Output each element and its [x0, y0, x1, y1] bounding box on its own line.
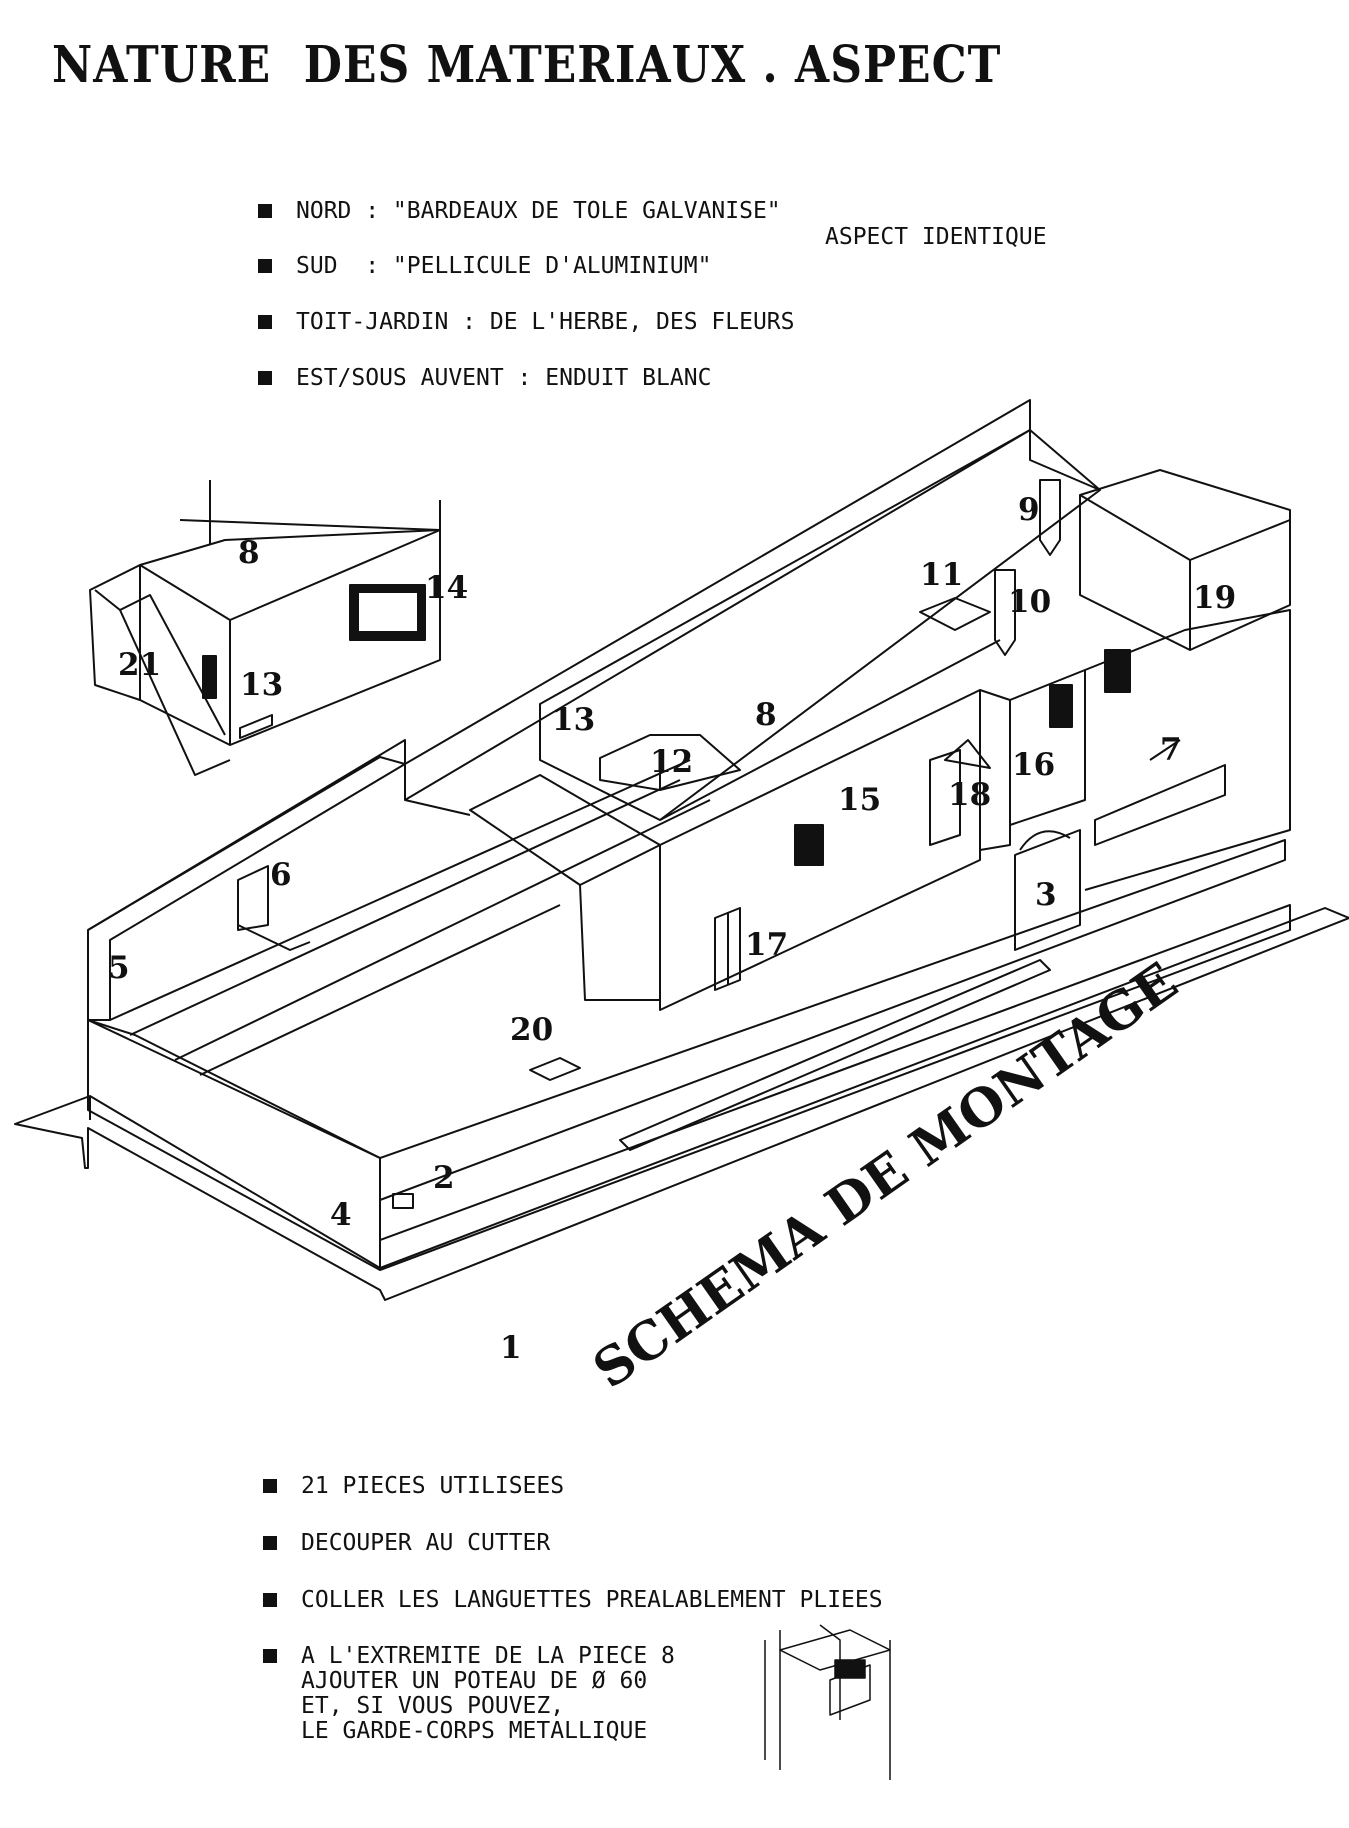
label-12: 12	[650, 744, 693, 780]
tower-wall	[979, 689, 1011, 851]
east-detail	[1149, 739, 1181, 761]
instruction-item: COLLER LES LANGUETTES PREALABLEMENT PLIE…	[263, 1587, 883, 1613]
instruction-item: DECOUPER AU CUTTER	[263, 1530, 550, 1556]
east-opening	[1094, 764, 1226, 846]
material-text: EST/SOUS AUVENT : ENDUIT BLANC	[296, 365, 712, 391]
stair-20	[529, 1057, 581, 1081]
label-16: 16	[1012, 747, 1055, 783]
label-8-inset: 8	[238, 535, 260, 571]
material-item-est: EST/SOUS AUVENT : ENDUIT BLANC	[258, 365, 711, 391]
label-13: 13	[552, 702, 595, 738]
north-wall	[404, 399, 1031, 801]
material-item-nord: NORD : "BARDEAUX DE TOLE GALVANISE"	[258, 198, 781, 224]
bullet-square-icon	[258, 204, 272, 218]
tower-front	[1009, 669, 1086, 826]
stair-block-11	[919, 597, 991, 631]
east-facade	[659, 689, 981, 1011]
label-21: 21	[118, 647, 161, 683]
aspect-note: ASPECT IDENTIQUE	[825, 224, 1047, 250]
corner-detail	[764, 1624, 891, 1780]
small-window	[392, 1193, 414, 1209]
bullet-square-icon	[263, 1593, 277, 1607]
wall-top-edge	[87, 1019, 381, 1159]
post-9	[1039, 479, 1061, 556]
entrance-3	[1014, 829, 1081, 951]
door-frame-17	[714, 907, 741, 991]
tower-window	[1049, 684, 1073, 728]
base-plate	[14, 907, 1349, 1301]
bullet-square-icon	[258, 259, 272, 273]
roof-front-edge	[659, 639, 1001, 821]
parapet-inner-line	[109, 759, 691, 1021]
ramp-slab	[619, 959, 1051, 1151]
inset-detail	[89, 480, 441, 776]
label-13-inset: 13	[240, 667, 283, 703]
label-5: 5	[108, 950, 130, 986]
instruction-text: DECOUPER AU CUTTER	[301, 1530, 551, 1556]
page-title: NATURE DES MATERIAUX . ASPECT	[52, 36, 1002, 95]
front-wall-top	[379, 839, 1286, 1201]
label-9: 9	[1018, 492, 1040, 528]
groove-line-1	[129, 779, 681, 1036]
canopy-support	[579, 884, 660, 1001]
bullet-square-icon	[263, 1536, 277, 1550]
east-block	[1084, 609, 1291, 891]
label-3: 3	[1035, 877, 1057, 913]
parapet-top	[87, 756, 406, 931]
entrance-arch	[1019, 830, 1071, 851]
instruction-text: A L'EXTREMITE DE LA PIECE 8 AJOUTER UN P…	[301, 1643, 675, 1744]
skylight-edge	[599, 758, 661, 790]
post-10	[994, 569, 1016, 656]
material-text: NORD : "BARDEAUX DE TOLE GALVANISE"	[296, 198, 781, 224]
label-2: 2	[433, 1160, 455, 1196]
facade-window	[794, 824, 824, 866]
instruction-item: A L'EXTREMITE DE LA PIECE 8 AJOUTER UN P…	[263, 1644, 675, 1744]
label-20: 20	[510, 1012, 553, 1048]
label-19: 19	[1193, 580, 1236, 616]
groove-line-2	[174, 799, 711, 1061]
material-item-toit: TOIT-JARDIN : DE L'HERBE, DES FLEURS	[258, 309, 795, 335]
cube-19	[1079, 469, 1291, 651]
label-18: 18	[948, 777, 991, 813]
label-15: 15	[838, 782, 881, 818]
groove-line-3	[199, 904, 561, 1076]
label-17: 17	[745, 927, 788, 963]
label-1: 1	[500, 1330, 522, 1366]
bullet-square-icon	[263, 1479, 277, 1493]
material-text: TOIT-JARDIN : DE L'HERBE, DES FLEURS	[296, 309, 795, 335]
arrow-18	[944, 739, 991, 769]
label-6: 6	[270, 857, 292, 893]
wall-piece-6-foot	[237, 924, 311, 951]
door-frame-18	[929, 749, 961, 846]
wall-piece-6	[237, 865, 269, 931]
instruction-text: COLLER LES LANGUETTES PREALABLEMENT PLIE…	[301, 1587, 883, 1613]
label-11: 11	[920, 557, 963, 593]
label-7: 7	[1160, 732, 1182, 768]
label-10: 10	[1008, 584, 1051, 620]
material-text: SUD : "PELLICULE D'ALUMINIUM"	[296, 253, 712, 279]
label-14: 14	[425, 570, 468, 606]
instruction-item: 21 PIECES UTILISEES	[263, 1473, 564, 1499]
material-item-sud: SUD : "PELLICULE D'ALUMINIUM"	[258, 253, 711, 279]
front-wall-lower	[379, 904, 1291, 1271]
bullet-square-icon	[258, 315, 272, 329]
north-wall-end	[1029, 430, 1101, 491]
west-parapet	[87, 739, 406, 1021]
label-8: 8	[755, 697, 777, 733]
instruction-text: 21 PIECES UTILISEES	[301, 1473, 565, 1499]
diagram-caption: SCHEMA DE MONTAGE	[582, 951, 1188, 1401]
canopy-slab	[469, 774, 661, 886]
label-4: 4	[330, 1197, 352, 1233]
bullet-square-icon	[263, 1649, 277, 1663]
cube-edges	[1079, 494, 1291, 650]
bullet-square-icon	[258, 371, 272, 385]
north-wall-foot	[404, 799, 471, 816]
